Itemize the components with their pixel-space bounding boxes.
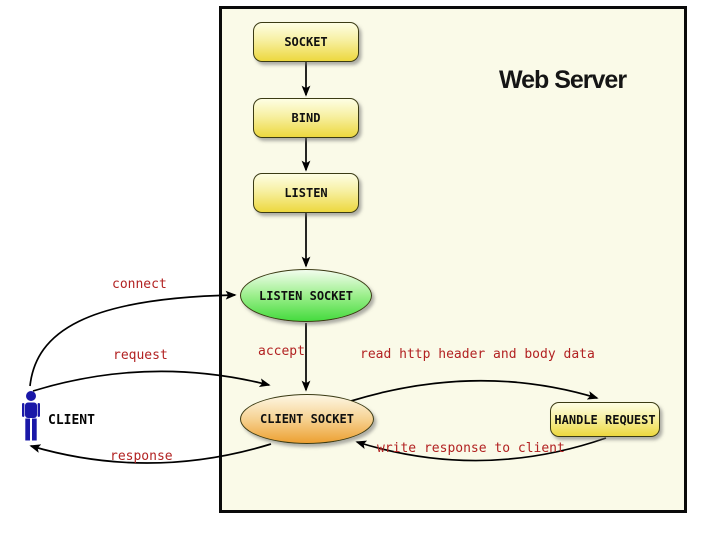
edge-label-request: request (113, 348, 168, 363)
node-client-socket-label: CLIENT SOCKET (260, 412, 354, 426)
node-bind: BIND (253, 98, 359, 138)
arrow-connect (29, 290, 237, 387)
node-socket: SOCKET (253, 22, 359, 62)
node-listen: LISTEN (253, 173, 359, 213)
edge-label-write-response: write response to client (377, 441, 565, 456)
node-listen-label: LISTEN (284, 186, 328, 200)
edge-label-accept: accept (258, 344, 305, 359)
edge-label-response: response (110, 449, 173, 464)
node-bind-label: BIND (291, 111, 321, 125)
node-client-socket: CLIENT SOCKET (240, 394, 374, 444)
client-person-icon (22, 391, 40, 441)
node-handle-request-label: HANDLE REQUEST (554, 412, 656, 427)
edge-label-connect: connect (112, 277, 167, 292)
node-socket-label: SOCKET (284, 35, 328, 49)
diagram-title: Web Server (498, 66, 627, 94)
node-listen-socket-label: LISTEN SOCKET (259, 288, 353, 303)
node-listen-socket: LISTEN SOCKET (240, 269, 372, 322)
node-handle-request: HANDLE REQUEST (550, 402, 660, 437)
client-label: CLIENT (48, 413, 95, 428)
edge-label-read-http: read http header and body data (360, 347, 595, 362)
